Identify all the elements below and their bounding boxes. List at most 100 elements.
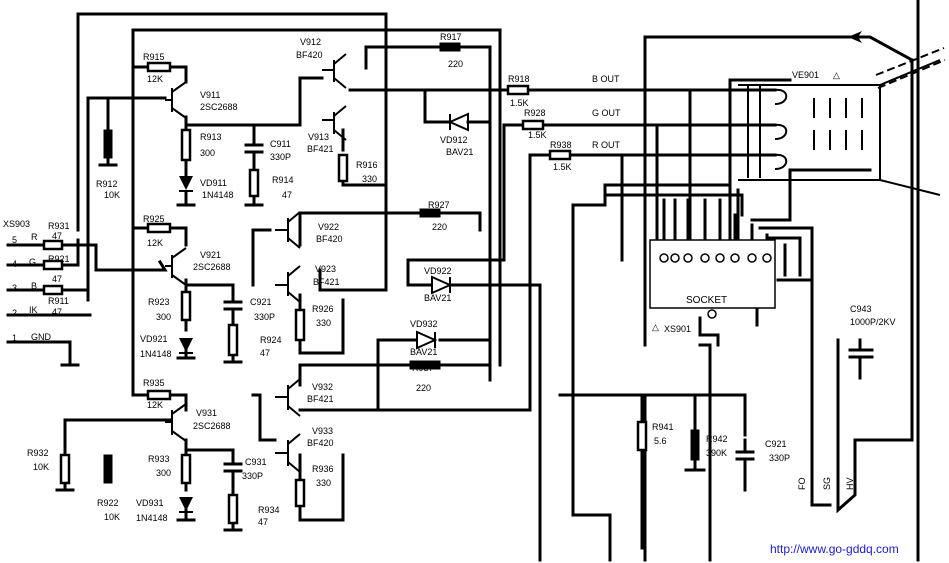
r-out-label: R OUT [592, 140, 621, 150]
r915-label: R915 [143, 52, 165, 62]
v931-type: 2SC2688 [193, 421, 231, 431]
r928-label: R928 [524, 108, 546, 118]
r917-value: 220 [448, 59, 463, 69]
arrow-icon [848, 31, 862, 43]
pin-3-label: 3 [12, 283, 17, 293]
v922-label: V922 [318, 222, 339, 232]
fo-label: FO [797, 478, 807, 491]
pin-2-label: 2 [12, 308, 17, 318]
r924-value: 47 [260, 348, 270, 358]
r927-value: 220 [432, 222, 447, 232]
r922-label: R922 [97, 498, 119, 508]
r933-label: R933 [148, 454, 170, 464]
r934-value: 47 [258, 517, 268, 527]
vd931-label: VD931 [136, 498, 164, 508]
c911-label: C911 [270, 139, 291, 149]
v911-type: 2SC2688 [200, 102, 238, 112]
pin-4-label: 4 [12, 259, 17, 269]
r914-value: 47 [282, 190, 292, 200]
v912-label: V912 [300, 37, 321, 47]
transistor-v932 [275, 378, 301, 417]
pin-gnd-signal: GND [31, 332, 52, 342]
capacitor-c931 [223, 462, 243, 473]
resistor-r941 [636, 420, 648, 452]
vd922-label: VD922 [424, 266, 452, 276]
c921a-label: C921 [250, 297, 272, 307]
resistor-r937 [409, 360, 441, 370]
r942-label: R942 [706, 434, 728, 444]
vd921-label: VD921 [140, 334, 168, 344]
capacitor-c911 [244, 143, 264, 154]
vd931-type: 1N4148 [136, 513, 168, 523]
b-out-label: B OUT [592, 74, 620, 84]
r937-label: R937 [412, 363, 434, 373]
c911-value: 330P [270, 152, 291, 162]
resistor-r921 [42, 259, 64, 271]
c931-value: 330P [242, 471, 263, 481]
resistor-r917 [439, 42, 461, 52]
pin-ik-signal: IK [29, 305, 38, 315]
resistor-r928 [521, 119, 545, 131]
resistor-r927 [419, 208, 441, 218]
transistor-v923 [275, 265, 301, 303]
v931-label: V931 [196, 408, 217, 418]
resistor-r935 [146, 389, 172, 401]
r921-value: 47 [52, 274, 62, 284]
resistor-r911 [42, 284, 64, 296]
r921-label: R921 [48, 254, 70, 264]
r937-value: 220 [416, 383, 431, 393]
r913-label: R913 [200, 132, 222, 142]
resistor-r931 [42, 239, 64, 251]
r934-label: R934 [258, 505, 280, 515]
pin-g-signal: G [29, 257, 36, 267]
resistor-r914 [248, 168, 260, 198]
r927-label: R927 [428, 200, 450, 210]
diode-vd931 [179, 497, 193, 513]
diode-vd922 [431, 275, 453, 295]
r911-value: 47 [52, 307, 62, 317]
resistor-r936 [294, 478, 306, 508]
hv-label: HV [845, 477, 855, 490]
transistor-v921 [165, 247, 187, 286]
r926-value: 330 [316, 318, 331, 328]
r913-value: 300 [200, 148, 215, 158]
r942-value: 390K [706, 448, 727, 458]
r917-label: R917 [440, 32, 462, 42]
c943-value: 1000P/2KV [850, 317, 896, 327]
r923-label: R923 [148, 297, 170, 307]
capacitor-c921-stage [223, 300, 243, 311]
r912-value: 10K [104, 190, 120, 200]
connector-xs903-label: XS903 [3, 219, 30, 229]
r926-label: R926 [312, 304, 334, 314]
v921-type: 2SC2688 [193, 262, 231, 272]
resistors [42, 42, 700, 525]
pin-5-label: 5 [12, 235, 17, 245]
v912-type: BF420 [296, 50, 323, 60]
r938-value: 1.5K [553, 162, 572, 172]
r936-value: 330 [316, 478, 331, 488]
transistors [165, 53, 347, 473]
diode-vd912 [447, 112, 469, 132]
warning-triangle-icon: △ [833, 70, 840, 80]
warning-triangle-icon-2: △ [652, 322, 659, 332]
vd922-type: BAV21 [424, 293, 451, 303]
transistor-v933 [275, 433, 301, 473]
diode-vd911 [179, 176, 193, 192]
socket-label: SOCKET [686, 295, 727, 306]
v913-type: BF421 [307, 144, 334, 154]
resistor-r942 [690, 429, 700, 461]
vd932-type: BAV21 [410, 347, 437, 357]
pin-b-signal: B [31, 281, 37, 291]
r918-label: R918 [508, 74, 530, 84]
v932-label: V932 [312, 382, 333, 392]
diode-vd921 [179, 338, 193, 354]
crt-ve901 [738, 47, 946, 196]
r925-label: R925 [143, 214, 165, 224]
resistor-r934 [227, 493, 239, 525]
resistor-r923 [180, 290, 192, 322]
r935-label: R935 [143, 378, 165, 388]
r941-value: 5.6 [654, 436, 667, 446]
xs901-label: XS901 [664, 324, 691, 334]
r931-value: 47 [52, 231, 62, 241]
